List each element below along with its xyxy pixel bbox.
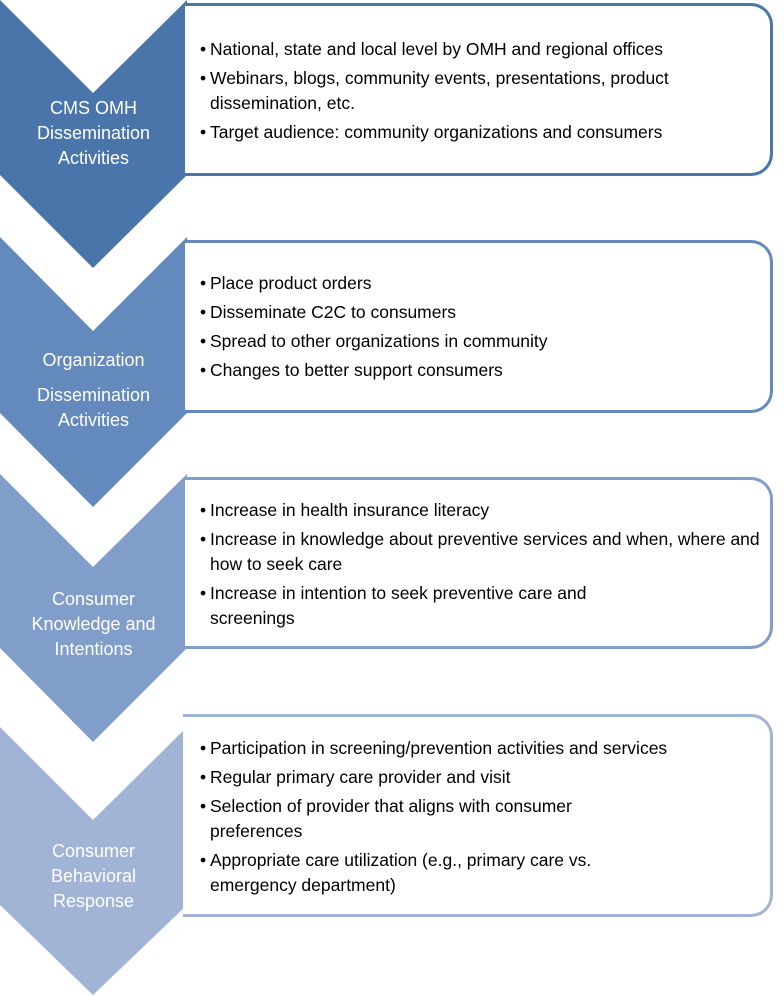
chevron-stage-4 (0, 727, 187, 995)
title-line: Activities (57, 148, 129, 168)
bullet-item: Increase in knowledge about preventive s… (200, 527, 770, 577)
stage-2-details: Place product orders Disseminate C2C to … (185, 240, 773, 413)
title-line: Organization (42, 350, 145, 370)
title-line: Dissemination (36, 385, 151, 405)
bullet-item: Regular primary care provider and visit (200, 765, 770, 790)
stage-4-details: Participation in screening/prevention ac… (183, 714, 773, 917)
bullet-item: Increase in health insurance literacy (200, 498, 770, 523)
title-line: Response (52, 891, 135, 911)
bullet-item: Appropriate care utilization (e.g., prim… (200, 848, 770, 898)
title-line: Intentions (54, 639, 133, 659)
title-line: Activities (57, 410, 129, 430)
bullet-item: Place product orders (200, 271, 770, 296)
stage-2-title: Organization Dissemination Activities (0, 348, 187, 433)
bullet-item: National, state and local level by OMH a… (200, 37, 770, 62)
title-line: Dissemination (36, 123, 151, 143)
bullet-item: Participation in screening/prevention ac… (200, 736, 770, 761)
chevron-stage-1 (0, 0, 187, 268)
stage-3-details: Increase in health insurance literacy In… (185, 477, 773, 649)
stage-4-title: Consumer Behavioral Response (0, 839, 187, 914)
title-line: Consumer (51, 841, 136, 861)
bullet-item: Disseminate C2C to consumers (200, 300, 770, 325)
title-line: Knowledge and (31, 614, 156, 634)
bullet-item: Changes to better support consumers (200, 358, 770, 383)
bullet-item: Selection of provider that aligns with c… (200, 794, 770, 844)
bullet-item: Target audience: community organizations… (200, 120, 770, 145)
title-line: CMS OMH (50, 98, 137, 118)
title-line: Behavioral (50, 866, 137, 886)
bullet-item: Webinars, blogs, community events, prese… (200, 66, 770, 116)
stage-1-title: CMS OMH Dissemination Activities (0, 96, 187, 171)
bullet-item: Spread to other organizations in communi… (200, 329, 770, 354)
bullet-item: Increase in intention to seek preventive… (200, 581, 770, 631)
stage-1-details: National, state and local level by OMH a… (185, 3, 773, 176)
title-line: Consumer (51, 589, 136, 609)
chevron-stage-2 (0, 237, 187, 507)
chevron-stage-3 (0, 474, 187, 742)
stage-3-title: Consumer Knowledge and Intentions (0, 587, 187, 662)
